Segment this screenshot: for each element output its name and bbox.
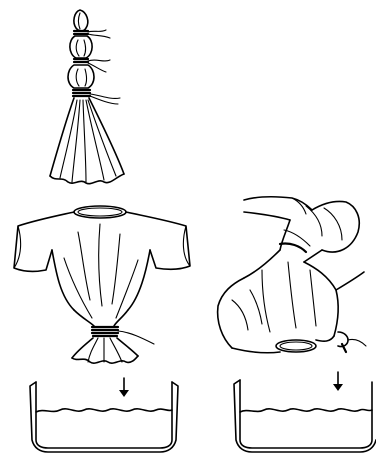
dye-bath-left-figure (30, 378, 178, 452)
hands-twisting-shirt-figure (218, 197, 366, 353)
tied-bundle-figure (50, 10, 124, 184)
dye-bath-right-figure (234, 372, 376, 452)
tied-tshirt-figure (14, 206, 190, 363)
